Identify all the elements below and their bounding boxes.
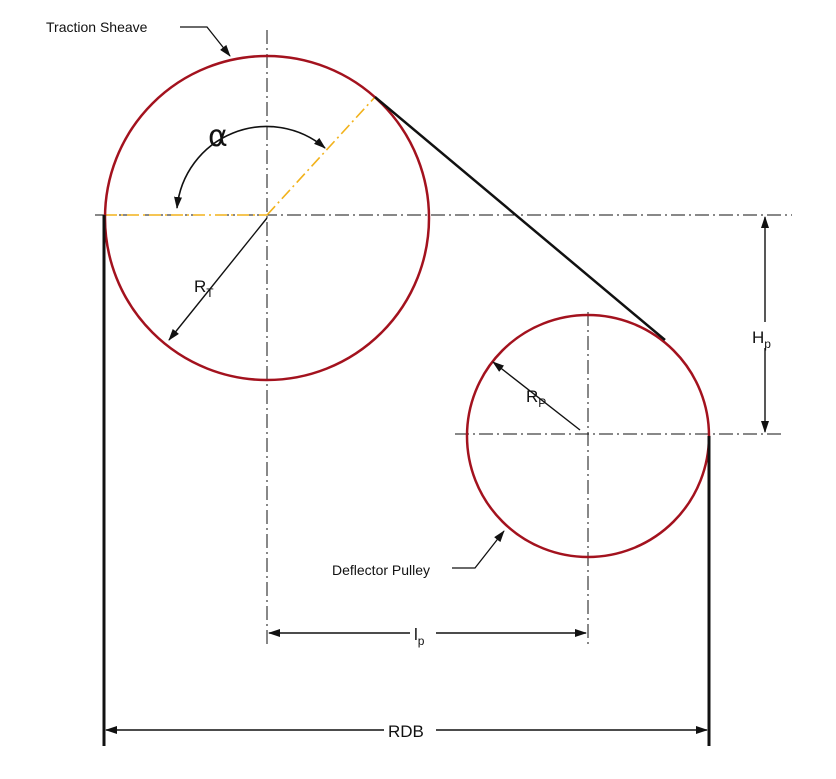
rdb-label: RDB <box>388 722 424 741</box>
lp-label: lp <box>414 625 425 648</box>
deflector-pulley-label: Deflector Pulley <box>332 562 430 578</box>
wrap-angle-lines <box>105 96 376 216</box>
lp-label-background <box>410 622 436 646</box>
deflector-pulley-radius-arrow <box>492 361 581 431</box>
rdb-label-background <box>384 719 436 741</box>
ropes <box>102 96 711 746</box>
rp-label: RP <box>526 387 546 410</box>
traction-sheave-leader <box>180 26 231 57</box>
hp-label-main: H <box>752 328 764 347</box>
rt-label-main: R <box>194 277 206 296</box>
lp-label-main: l <box>414 625 418 644</box>
wrap-angle-arc <box>174 125 326 209</box>
rp-label-sub: P <box>538 396 546 410</box>
rt-label: RT <box>194 277 214 300</box>
traction-sheave-label: Traction Sheave <box>46 19 148 35</box>
hp-label-background <box>749 322 783 348</box>
rope-tangent-segment <box>374 96 666 341</box>
rt-label-sub: T <box>206 286 214 300</box>
traction-sheave-radius-arrow <box>168 217 268 341</box>
deflector-pulley-leader <box>452 530 505 569</box>
centerlines <box>95 30 792 648</box>
hp-label: Hp <box>752 328 771 351</box>
alpha-label: α <box>208 119 228 154</box>
wrap-angle-diagonal-line <box>266 96 376 216</box>
lp-label-sub: p <box>418 634 425 648</box>
rp-label-main: R <box>526 387 538 406</box>
hp-label-sub: p <box>764 337 771 351</box>
